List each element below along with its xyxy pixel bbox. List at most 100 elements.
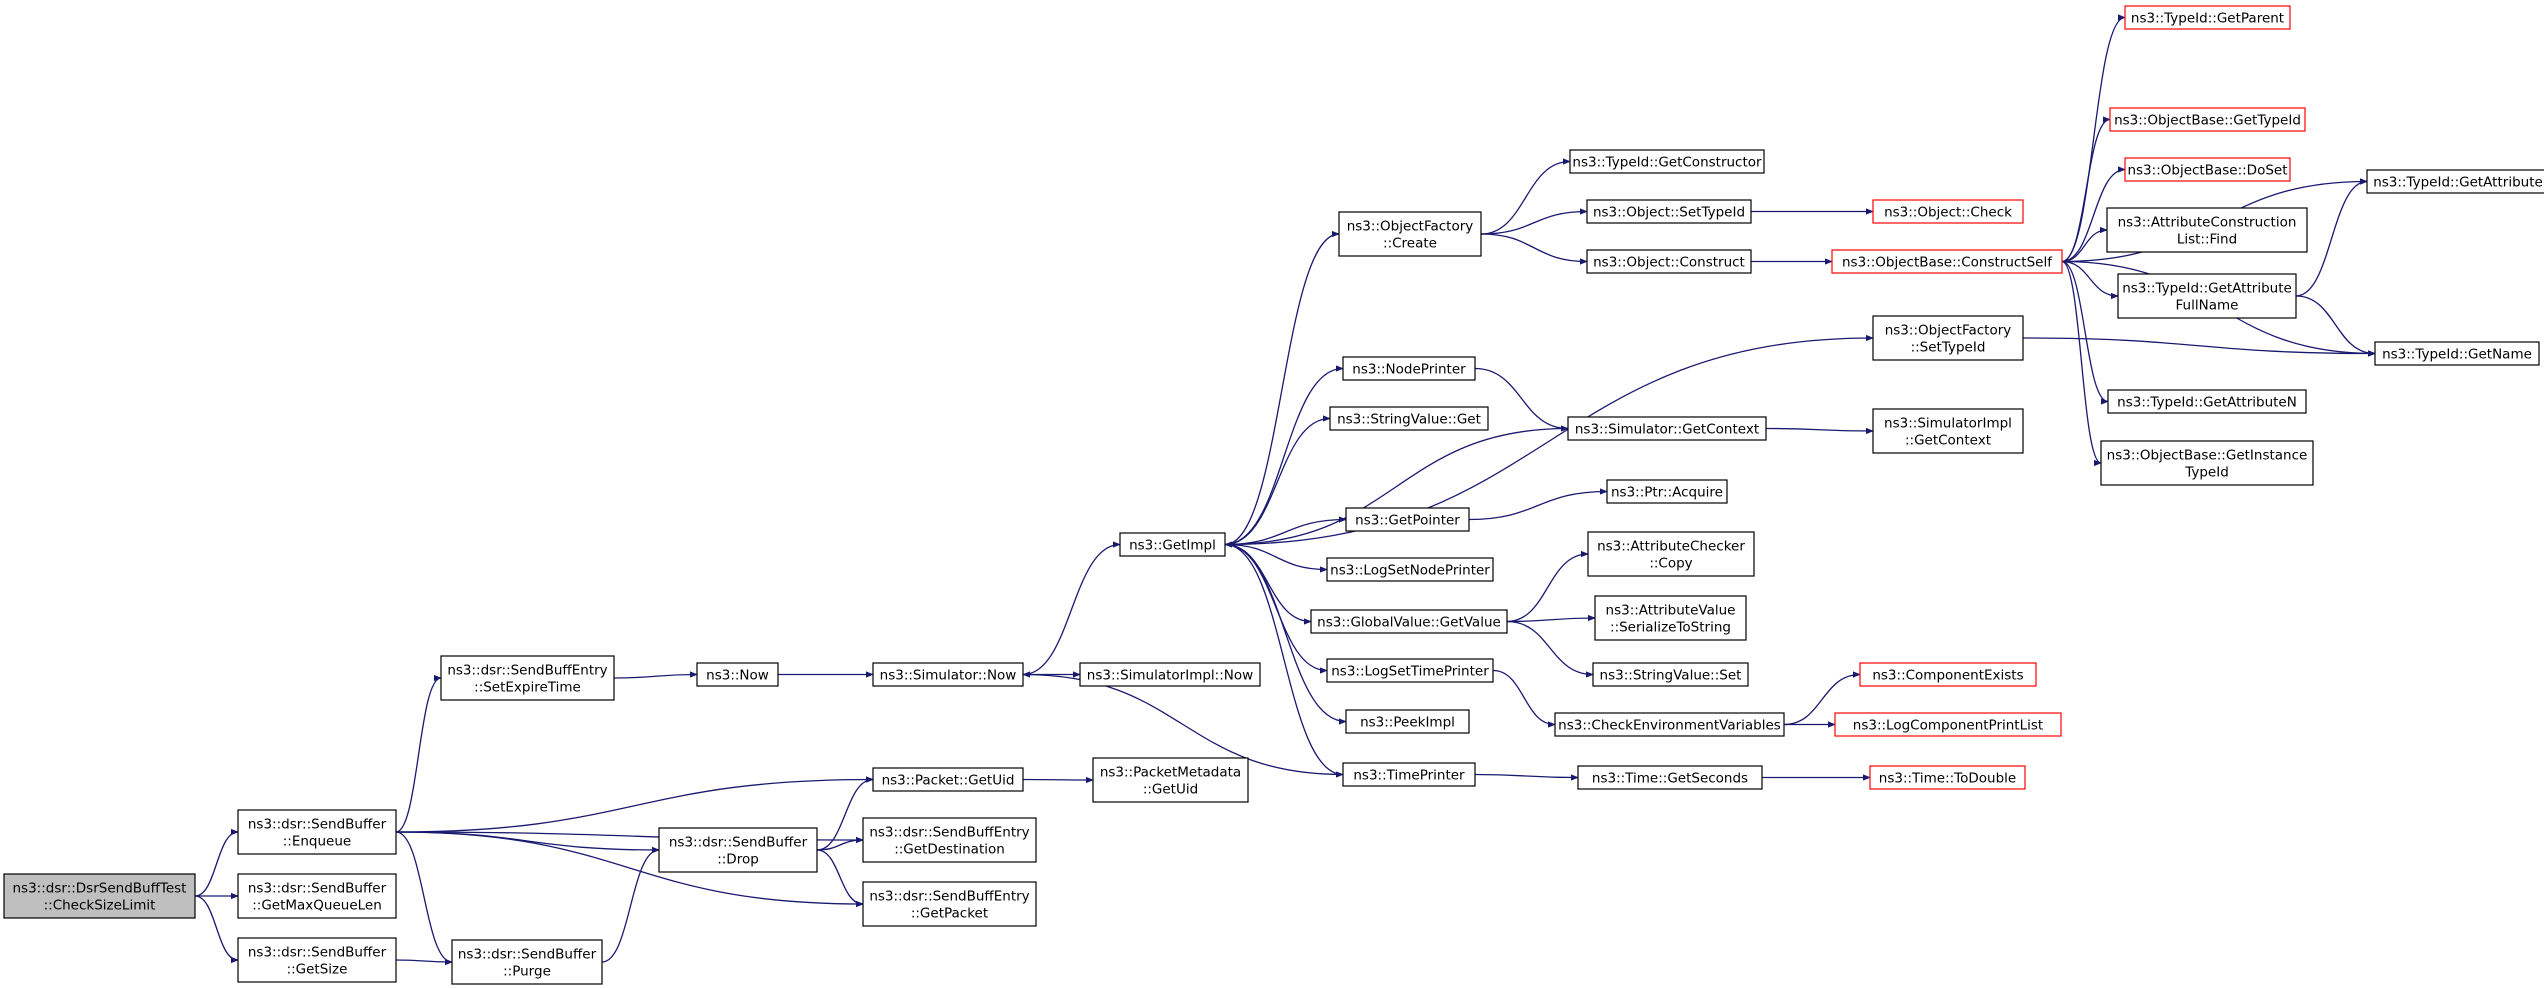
call-edge-objectfactory_settypeid-to-typeid_getname: [2022, 337, 2376, 357]
node-timeprinter[interactable]: ns3::TimePrinter: [1342, 762, 1476, 787]
call-edge-objectbase_constructself-to-attrconstructionlist_find: [2061, 226, 2108, 263]
node-label: ::SetTypeId: [1911, 340, 1986, 356]
node-label: ::GetContext: [1905, 433, 1991, 449]
node-label: ns3::TypeId::GetConstructor: [1572, 155, 1762, 171]
node-checkenvvars[interactable]: ns3::CheckEnvironmentVariables: [1554, 712, 1785, 737]
node-logsetnodeprinter[interactable]: ns3::LogSetNodePrinter: [1326, 557, 1494, 582]
node-time_getseconds[interactable]: ns3::Time::GetSeconds: [1577, 765, 1763, 790]
node-objectfactory_settypeid[interactable]: ns3::ObjectFactory::SetTypeId: [1872, 315, 2024, 361]
node-box: [1872, 408, 2024, 454]
node-checksizelimit[interactable]: ns3::dsr::DsrSendBuffTest::CheckSizeLimi…: [3, 873, 196, 919]
node-nodeprinter[interactable]: ns3::NodePrinter: [1342, 356, 1476, 381]
call-edge-getimpl-to-peekimpl: [1224, 543, 1347, 725]
node-ptr_acquire[interactable]: ns3::Ptr::Acquire: [1606, 479, 1728, 504]
call-edge-getimpl-to-stringvalue_get: [1224, 415, 1331, 546]
node-object_settypeid[interactable]: ns3::Object::SetTypeId: [1586, 199, 1752, 224]
node-box: [1872, 315, 2024, 361]
node-objectbase_constructself[interactable]: ns3::ObjectBase::ConstructSelf: [1831, 249, 2063, 274]
node-box: [2107, 389, 2307, 414]
node-box: [2109, 107, 2306, 132]
node-logcomponentprintlist[interactable]: ns3::LogComponentPrintList: [1834, 712, 2062, 737]
node-box: [1594, 595, 1747, 641]
node-label: ns3::TypeId::GetName: [2382, 347, 2532, 363]
node-objectfactory_create[interactable]: ns3::ObjectFactory::Create: [1338, 211, 1482, 257]
node-label: ns3::LogComponentPrintList: [1853, 718, 2043, 734]
node-getsize[interactable]: ns3::dsr::SendBuffer::GetSize: [237, 937, 397, 983]
node-packet_getuid[interactable]: ns3::Packet::GetUid: [872, 767, 1024, 792]
call-edge-globalvalue_getvalue-to-stringvalue_set: [1506, 620, 1594, 678]
node-typeid_getparent[interactable]: ns3::TypeId::GetParent: [2124, 5, 2291, 30]
call-edge-checksizelimit-to-enqueue: [194, 828, 239, 897]
node-box: [1092, 757, 1249, 803]
node-box: [1869, 765, 2026, 790]
node-label: ns3::GetImpl: [1129, 538, 1216, 554]
node-simulator_now[interactable]: ns3::Simulator::Now: [872, 662, 1024, 687]
call-edge-nodeprinter-to-simulator_getcontext: [1474, 367, 1569, 432]
node-packetmetadata_getuid[interactable]: ns3::PacketMetadata::GetUid: [1092, 757, 1249, 803]
node-purge[interactable]: ns3::dsr::SendBuffer::Purge: [451, 939, 603, 985]
node-attributevalue_serialize[interactable]: ns3::AttributeValue::SerializeToString: [1594, 595, 1747, 641]
node-label: ns3::Packet::GetUid: [882, 773, 1015, 789]
node-label: ns3::Object::SetTypeId: [1593, 205, 1745, 221]
node-now[interactable]: ns3::Now: [696, 662, 779, 687]
node-logsettimeprinter[interactable]: ns3::LogSetTimePrinter: [1326, 658, 1494, 683]
node-label: ns3::PacketMetadata: [1100, 765, 1241, 781]
node-label: ::Create: [1383, 236, 1437, 252]
node-simulatorimpl_now[interactable]: ns3::SimulatorImpl::Now: [1079, 662, 1261, 687]
call-edge-simulator_now-to-getimpl: [1022, 541, 1121, 676]
node-label: ns3::Object::Check: [1884, 205, 2012, 221]
node-label: ns3::Simulator::Now: [880, 668, 1017, 684]
call-edge-simulator_getcontext-to-simulatorimpl_getcontext: [1765, 427, 1874, 435]
node-label: ::GetSize: [287, 962, 348, 978]
node-box: [2366, 169, 2544, 194]
node-getimpl[interactable]: ns3::GetImpl: [1119, 532, 1226, 557]
node-label: ns3::SimulatorImpl::Now: [1087, 668, 1253, 684]
node-objectbase_gettypeid[interactable]: ns3::ObjectBase::GetTypeId: [2109, 107, 2306, 132]
call-edge-setexpiretime-to-now: [613, 671, 698, 679]
node-object_check[interactable]: ns3::Object::Check: [1872, 199, 2024, 224]
node-label: ns3::TimePrinter: [1353, 768, 1465, 784]
node-stringvalue_get[interactable]: ns3::StringValue::Get: [1329, 406, 1489, 431]
node-label: ns3::TypeId::GetParent: [2131, 11, 2284, 27]
node-box: [1329, 406, 1489, 431]
node-getdestination[interactable]: ns3::dsr::SendBuffEntry::GetDestination: [862, 817, 1037, 863]
node-componentexists[interactable]: ns3::ComponentExists: [1859, 662, 2037, 687]
node-object_construct[interactable]: ns3::Object::Construct: [1586, 249, 1752, 274]
node-box: [1567, 416, 1767, 441]
node-globalvalue_getvalue[interactable]: ns3::GlobalValue::GetValue: [1310, 609, 1508, 634]
node-typeid_getname[interactable]: ns3::TypeId::GetName: [2374, 341, 2540, 366]
node-typeid_getattribute[interactable]: ns3::TypeId::GetAttribute: [2366, 169, 2544, 194]
node-box: [658, 827, 818, 873]
node-label: ns3::dsr::SendBuffer: [458, 947, 597, 963]
node-getmaxqueuelen[interactable]: ns3::dsr::SendBuffer::GetMaxQueueLen: [237, 873, 397, 919]
node-enqueue[interactable]: ns3::dsr::SendBuffer::Enqueue: [237, 809, 397, 855]
node-typeid_getattributen[interactable]: ns3::TypeId::GetAttributeN: [2107, 389, 2307, 414]
node-attributechecker_copy[interactable]: ns3::AttributeChecker::Copy: [1587, 531, 1755, 577]
node-label: ns3::AttributeChecker: [1597, 539, 1745, 555]
node-simulator_getcontext[interactable]: ns3::Simulator::GetContext: [1567, 416, 1767, 441]
node-label: ::Drop: [717, 852, 759, 868]
node-simulatorimpl_getcontext[interactable]: ns3::SimulatorImpl::GetContext: [1872, 408, 2024, 454]
call-edge-checkenvvars-to-componentexists: [1783, 671, 1861, 726]
node-box: [2117, 273, 2297, 319]
node-label: ns3::CheckEnvironmentVariables: [1558, 718, 1781, 734]
node-drop[interactable]: ns3::dsr::SendBuffer::Drop: [658, 827, 818, 873]
call-edge-drop-to-getpacket: [816, 849, 864, 908]
call-edge-objectfactory_create-to-typeid_getconstructor: [1480, 158, 1571, 235]
node-typeid_getconstructor[interactable]: ns3::TypeId::GetConstructor: [1569, 149, 1765, 174]
node-stringvalue_set[interactable]: ns3::StringValue::Set: [1592, 662, 1749, 687]
node-box: [862, 881, 1037, 927]
node-setexpiretime[interactable]: ns3::dsr::SendBuffEntry::SetExpireTime: [440, 655, 615, 701]
call-edge-simulator_getcontext-to-getimpl: [1224, 427, 1569, 548]
node-peekimpl[interactable]: ns3::PeekImpl: [1345, 709, 1470, 734]
node-objectbase_doset[interactable]: ns3::ObjectBase::DoSet: [2124, 157, 2291, 182]
call-edge-getimpl-to-objectfactory_create: [1224, 230, 1340, 546]
node-getpointer[interactable]: ns3::GetPointer: [1345, 507, 1470, 532]
node-box: [3, 873, 196, 919]
call-edge-drop-to-getdestination: [816, 836, 864, 851]
node-getpacket[interactable]: ns3::dsr::SendBuffEntry::GetPacket: [862, 881, 1037, 927]
node-time_todouble[interactable]: ns3::Time::ToDouble: [1869, 765, 2026, 790]
